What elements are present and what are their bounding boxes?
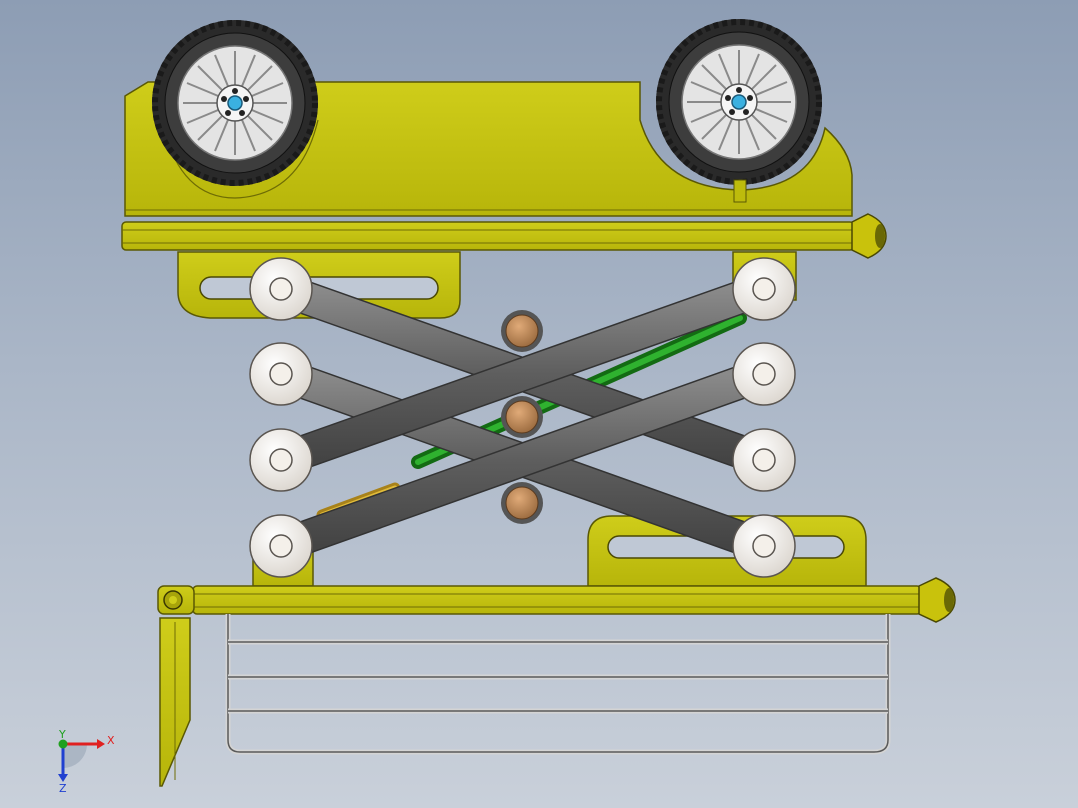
tire-icon[interactable] [152, 20, 318, 186]
pivot-pin[interactable] [501, 396, 543, 438]
bottom-beam-end-cap[interactable] [918, 577, 956, 623]
roller[interactable] [732, 428, 796, 492]
roller[interactable] [732, 257, 796, 321]
axis-x-label: X [107, 734, 115, 747]
rollers[interactable] [249, 257, 796, 578]
axle-stub [733, 179, 747, 203]
roller[interactable] [732, 342, 796, 406]
top-beam-end-cap[interactable] [851, 213, 887, 259]
roller[interactable] [249, 257, 313, 321]
pivot-pins[interactable] [501, 310, 543, 524]
scissor-arms[interactable] [264, 272, 781, 563]
arm[interactable] [264, 357, 781, 563]
axis-triad-icon[interactable]: X Y Z [58, 728, 115, 795]
pivot-pin[interactable] [501, 310, 543, 352]
roller[interactable] [249, 342, 313, 406]
tire-icon[interactable] [656, 19, 822, 185]
crank-handle[interactable] [159, 617, 191, 787]
roller[interactable] [249, 514, 313, 578]
arm[interactable] [264, 272, 781, 477]
roller[interactable] [249, 428, 313, 492]
axis-y-label: Y [58, 728, 66, 741]
axis-z-label: Z [59, 782, 67, 795]
roller[interactable] [732, 514, 796, 578]
storage-rack[interactable] [225, 614, 891, 755]
top-beam[interactable] [121, 221, 855, 251]
pivot-pin[interactable] [501, 482, 543, 524]
bottom-beam[interactable] [192, 585, 922, 615]
handle-hinge[interactable] [157, 585, 195, 615]
